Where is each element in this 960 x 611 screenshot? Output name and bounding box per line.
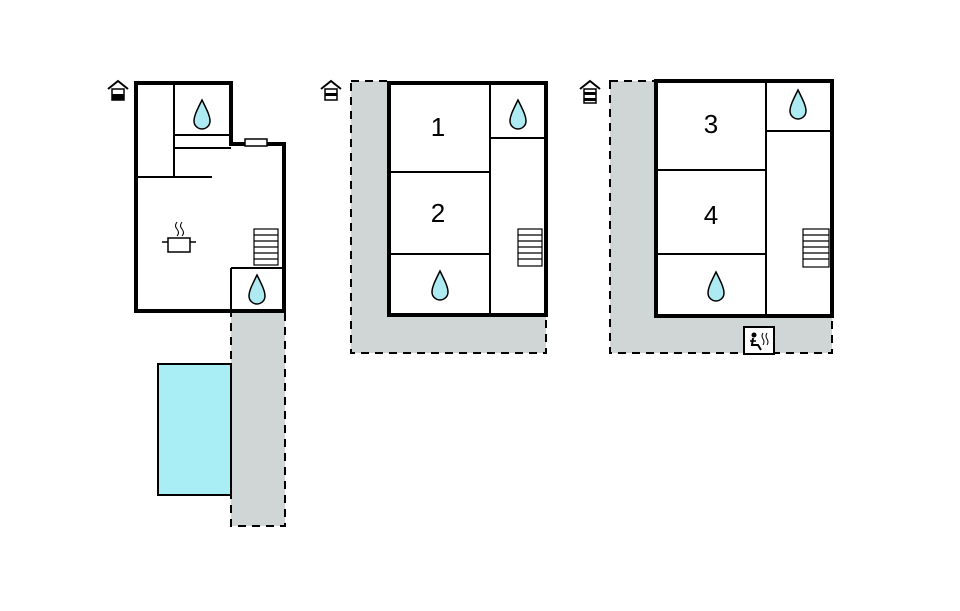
- cooking-pot-icon: [162, 221, 196, 253]
- terrace-area: [609, 80, 833, 354]
- water-drop-icon: [789, 88, 807, 120]
- outer-walls: [387, 81, 548, 317]
- second-floor-plan: 3 4: [579, 79, 834, 355]
- water-drop-icon: [509, 98, 527, 130]
- vent-block: [244, 138, 268, 147]
- water-drop-icon: [248, 273, 266, 305]
- ground-floor-icon: [107, 79, 129, 101]
- stairs-icon: [802, 228, 830, 268]
- stairs-icon: [517, 228, 543, 267]
- water-drop-icon: [193, 98, 211, 130]
- swimming-pool: [157, 363, 232, 496]
- terrace-area: [230, 310, 286, 527]
- water-drop-icon: [431, 269, 449, 301]
- second-floor-icon: [579, 79, 601, 104]
- terrace-area: [350, 80, 547, 354]
- stairs-icon: [253, 228, 279, 266]
- ground-floor-plan: [107, 79, 286, 527]
- first-floor-plan: 1 2: [320, 79, 548, 354]
- sauna-icon: [743, 326, 775, 355]
- room-label-bedroom-4: 4: [704, 200, 718, 230]
- room-label-bedroom-3: 3: [704, 109, 718, 139]
- first-floor-icon: [320, 79, 342, 101]
- water-drop-icon: [707, 270, 725, 302]
- room-label-bedroom-1: 1: [431, 112, 445, 142]
- outer-walls: [134, 81, 286, 313]
- room-label-bedroom-2: 2: [431, 198, 445, 228]
- outer-walls: [654, 79, 834, 318]
